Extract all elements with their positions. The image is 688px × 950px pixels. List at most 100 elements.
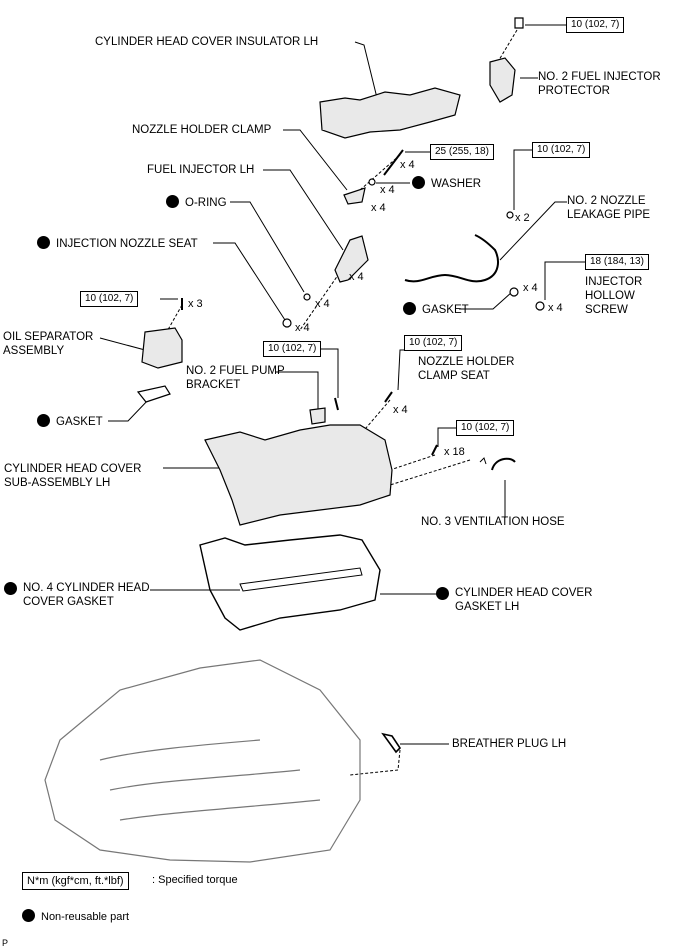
leader-tq-leakage (513, 149, 532, 210)
label-o-ring: O-RING (166, 195, 227, 210)
leader-clamp (283, 129, 348, 191)
label-no4-cover-gasket: NO. 4 CYLINDER HEAD COVER GASKET (4, 581, 150, 609)
label-injection-nozzle-seat-text: INJECTION NOZZLE SEAT (56, 238, 198, 250)
label-fuel-pump-bracket: NO. 2 FUEL PUMP BRACKET (186, 365, 285, 391)
clamp-seat-shape (384, 391, 393, 403)
cover-shape (204, 424, 393, 526)
leader-clamp-seat (397, 349, 405, 391)
qty-gasket: x 4 (548, 302, 563, 314)
qty-injector: x 4 (349, 271, 364, 283)
qty-nozzle-seat: x 4 (295, 322, 310, 334)
label-injector-hollow-screw: INJECTOR HOLLOW SCREW (585, 276, 643, 316)
cover-gasket-shape (199, 534, 381, 631)
torque-hollow-screw: 18 (184, 13) (585, 254, 649, 270)
label-ventilation-hose: NO. 3 VENTILATION HOSE (421, 516, 565, 528)
label-nozzle-leakage-pipe: NO. 2 NOZZLE LEAKAGE PIPE (567, 195, 651, 221)
leader-oil-sep (99, 337, 146, 351)
non-reusable-mark (403, 302, 416, 315)
legend-torque-box: N*m (kgf*cm, ft.*lbf) (22, 872, 129, 890)
gasket-upper-shape (509, 287, 519, 297)
oring-shape (303, 293, 311, 301)
qty-washer: x 4 (380, 184, 395, 196)
corner-mark: P (2, 938, 9, 948)
qty-clamp-bolt: x 4 (400, 159, 415, 171)
non-reusable-mark (166, 195, 179, 208)
leader-leakage-pipe (499, 201, 567, 261)
dash-breather-2 (349, 769, 399, 776)
qty-oil-separator-bolt: x 3 (188, 298, 203, 310)
label-nozzle-holder-clamp-seat: NOZZLE HOLDER CLAMP SEAT (418, 356, 515, 382)
label-injection-nozzle-seat: INJECTION NOZZLE SEAT (37, 236, 198, 251)
label-gasket-lower: GASKET (37, 414, 103, 429)
no4-gasket-shape (239, 567, 363, 592)
leader-hollow-screw (544, 261, 585, 300)
torque-protector-bolt: 10 (102, 7) (566, 17, 625, 33)
oil-separator-shape (141, 327, 183, 369)
label-washer: WASHER (412, 176, 481, 191)
torque-clamp-bolt: 25 (255, 18) (430, 144, 494, 160)
non-reusable-mark (436, 587, 449, 600)
gasket-lower-shape (136, 385, 171, 403)
qty-o-ring: x 4 (315, 298, 330, 310)
label-cover-gasket-text: CYLINDER HEAD COVER GASKET LH (455, 587, 593, 613)
cover-bolt-shape (431, 444, 438, 456)
insulator-shape (319, 87, 461, 139)
label-gasket-upper-text: GASKET (422, 304, 469, 316)
label-gasket-lower-text: GASKET (56, 416, 103, 428)
dash-injector (299, 264, 346, 331)
non-reusable-mark (22, 909, 35, 922)
leader-tq-cover (437, 427, 456, 447)
legend-non-reusable: Non-reusable part (22, 909, 129, 925)
vent-hose-shape (491, 457, 516, 471)
label-cover-gasket: CYLINDER HEAD COVER GASKET LH (436, 586, 592, 614)
pump-bracket-bolt-shape (334, 397, 339, 411)
qty-hollow-screw: x 4 (523, 282, 538, 294)
nozzle-seat-shape (282, 318, 292, 328)
label-insulator: CYLINDER HEAD COVER INSULATOR LH (95, 36, 319, 48)
label-gasket-upper: GASKET (403, 302, 469, 317)
leader-nozzle-seat (213, 242, 286, 321)
qty-clamp: x 4 (371, 202, 386, 214)
clamp-shape (343, 187, 366, 205)
torque-leakage-pipe-bolt: 10 (102, 7) (532, 142, 591, 158)
injector-shape (334, 235, 369, 283)
breather-shape (381, 732, 402, 754)
torque-clamp-seat: 10 (102, 7) (404, 335, 463, 351)
non-reusable-mark (4, 582, 17, 595)
leader-injector (263, 169, 344, 251)
protector-shape (489, 57, 516, 103)
engine-detail-1 (99, 739, 321, 821)
non-reusable-mark (412, 176, 425, 189)
label-washer-text: WASHER (431, 178, 482, 190)
label-no4-cover-gasket-text: NO. 4 CYLINDER HEAD COVER GASKET (23, 582, 150, 608)
clamp-bolt-shape (383, 149, 404, 176)
label-o-ring-text: O-RING (185, 197, 227, 209)
qty-leakage-pipe-bolt: x 2 (515, 212, 530, 224)
leakage-pipe-bolt-shape (506, 211, 514, 219)
leader-gasket-lower (108, 397, 151, 422)
legend-torque-text: : Specified torque (152, 874, 238, 886)
qty-cover-bolt: x 18 (444, 446, 465, 458)
dash-protector (495, 29, 518, 66)
vent-hose-clip (479, 457, 487, 465)
pump-bracket-shape (309, 407, 326, 425)
leakage-pipe-shape (404, 234, 499, 283)
label-oil-separator: OIL SEPARATOR ASSEMBLY (3, 331, 94, 357)
non-reusable-mark (37, 236, 50, 249)
legend-non-reusable-text: Non-reusable part (41, 911, 130, 923)
leader-insulator (354, 41, 379, 103)
dash-oil-sep (164, 304, 183, 336)
torque-cover-bolt: 10 (102, 7) (456, 420, 515, 436)
torque-oil-separator-bolt: 10 (102, 7) (80, 291, 139, 307)
label-cover-sub-assembly: CYLINDER HEAD COVER SUB-ASSEMBLY LH (4, 463, 142, 489)
dash-breather (397, 749, 401, 771)
torque-pump-bracket-bolt: 10 (102, 7) (263, 341, 322, 357)
washer-shape (368, 178, 376, 186)
dash-clamp-bolt (359, 154, 401, 191)
label-nozzle-holder-clamp: NOZZLE HOLDER CLAMP (132, 124, 272, 136)
hollow-screw-shape (535, 301, 545, 311)
label-fuel-injector: FUEL INJECTOR LH (147, 164, 255, 176)
leader-tq-pump (320, 348, 339, 398)
